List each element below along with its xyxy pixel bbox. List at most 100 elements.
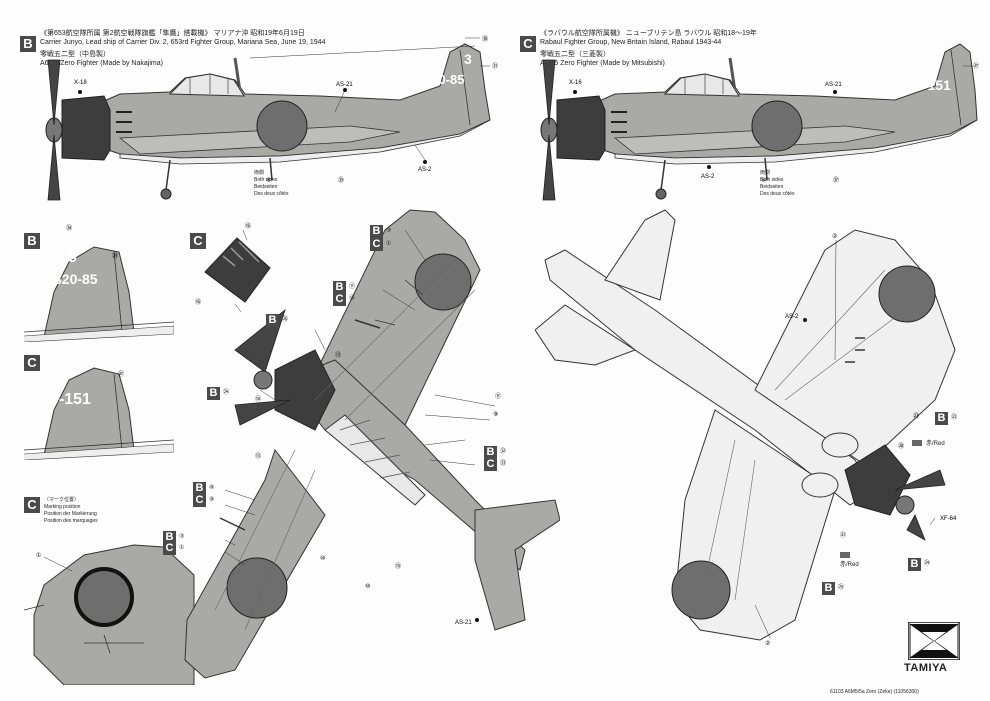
detail-c-ref-27: ㉗ [118,370,124,378]
callout-b-26: B [266,314,279,327]
upper-ref-10b: ⑩ [320,555,325,562]
side-b-ref-31: ㉛ [492,62,498,70]
red-swatch-2 [840,552,850,558]
side-b-ref-5: ⑤ [266,177,271,184]
detail-c-cowl: ⑯ ⑯ [195,222,271,313]
marking-jp: （マーク位置） [44,497,80,503]
callout-b-8-num: ⑧ [209,485,215,491]
callout-c-33-num: ㉝ [500,461,507,467]
callout-b-11-num: ⑪ [349,284,356,290]
upper-ref-14: ⑭ [255,395,261,403]
callout-lower-b-24-num: ㉔ [924,561,931,567]
callout-lower-b-25-num: ㉕ [838,585,845,591]
side-b-both-de: Beidseiten [254,184,278,190]
side-c-both-fr: Des deux côtés [760,191,795,197]
detail-c-label: C [24,355,40,371]
header-b-line4: A6M5 Zero Fighter (Made by Nakajima) [40,60,163,67]
detail-cowl-ref-a: ⑯ [245,222,251,230]
side-c-ref-4: ④ [761,177,766,184]
upper-ref-13b: ⑬ [255,452,261,460]
upper-ref-13a: ⑬ [335,351,341,359]
side-view-c: 9-151 X-16 AS-21 AS-2 ④ ㊲ ㉗ [540,43,979,201]
detail-b-ref-34: ㉞ [66,224,72,232]
side-c-ref-as21: AS-21 [825,82,842,88]
red-label-2: 赤/Red [840,562,859,568]
upper-ref-15: ⑮ [395,562,401,570]
red-swatch-1 [912,440,922,446]
side-b-both-jp: 両側 [254,170,265,176]
callout-b-24: B [207,387,220,400]
header-c-line3: 零戦五二型（三菱製） [540,51,610,58]
detail-b-tail-top: 3 [68,249,77,266]
header-c-line2: Rabaul Fighter Group, New Britain Island… [540,39,722,46]
callout-b-3: B [370,225,383,238]
side-b-ref-as21: AS-21 [336,82,353,88]
detail-b-tail: 3 320-85 ㉞ ㉙ [24,224,174,342]
callout-c-1b: C [163,542,176,555]
callout-c-1: C [370,238,383,251]
lower-ref-xf64: XF-64 [940,516,957,522]
detail-c-tail-code: 9-151 [50,391,91,408]
callout-c-9: C [193,494,206,507]
header-b-line1: 《第653航空隊所属 第2航空戦隊旗艦「隼鷹」搭載機》 マリアナ沖 昭和19年6… [40,30,305,37]
side-b-both-fr: Des deux côtés [254,191,289,197]
marking-de: Position der Markierung [44,511,97,517]
lower-ref-20: ⑳ [898,442,904,450]
upper-ref-9: ⑨ [493,411,498,418]
side-b-ref-as2: AS-2 [418,167,432,173]
upper-plan-view: ⑬ ⑭ ⑪ ⑨ ⑮ ⑩ ⑬ ⑩ AS-21 [184,209,560,679]
side-b-both-en: Both sides [254,177,278,183]
upper-ref-11: ⑪ [495,392,501,400]
side-view-b: 3 320-85 X-18 AS-21 AS-2 ⑤ ㉟ ㉚ ㉛ [45,35,498,201]
side-c-both-en: Both sides [760,177,784,183]
side-c-both-jp: 両側 [760,170,771,176]
marking-en: Marking position [44,504,81,510]
label-c: C [520,36,536,52]
callout-b-11: B [333,281,346,294]
marking-wing-detail: ① [24,544,195,685]
side-c-ref-37: ㊲ [833,176,839,184]
header-c-line1: 《ラバウル航空隊所属機》 ニューブリテン島 ラバウル 昭和18〜19年 [540,30,757,37]
side-b-tail-top: 3 [464,51,472,67]
lower-ref-23: ㉓ [913,412,919,420]
callout-c-12-num: ⑫ [349,296,356,302]
callout-lower-b-25: B [822,582,835,595]
callout-lower-b-24: B [908,558,921,571]
side-c-both-de: Beidseiten [760,184,784,190]
callout-b-26-num: ㉖ [282,317,289,323]
brand-name: TAMIYA [904,662,948,674]
callout-b-8: B [193,482,206,495]
callout-b-32-num: ㉜ [500,449,507,455]
side-b-ref-x18: X-18 [74,80,87,86]
marking-label: C [24,497,40,513]
lower-plan-view: ② ② AS-2 ⑳ ㉑ ㉓ XF-64 [535,209,957,647]
detail-b-ref-29: ㉙ [112,252,118,260]
detail-b-label: B [24,233,40,249]
side-b-ref-35: ㉟ [338,176,344,184]
callout-c-33: C [484,458,497,471]
side-c-tail-code: 9-151 [915,77,951,93]
label-b: B [20,36,36,52]
side-c-ref-as2: AS-2 [701,174,715,180]
callout-c-1-num: ① [386,241,392,247]
detail-cowl-label: C [190,233,206,249]
marking-fr: Position des marquages [44,518,98,524]
callout-lower-b-23: B [935,412,948,425]
side-c-ref-27: ㉗ [973,62,979,70]
callout-lower-b-23-num: ㉓ [951,415,958,421]
header-b-line3: 零戦五二型（中島製） [40,51,110,58]
callout-b-3b: B [163,531,176,544]
detail-cowl-ref-b: ⑯ [195,298,201,306]
lower-ref-as2: AS-2 [785,314,799,320]
lower-ref-21: ㉑ [840,531,846,539]
red-label-1: 赤/Red [926,441,945,447]
callout-b-24-num: ㉔ [223,390,230,396]
side-c-ref-x16: X-16 [569,80,582,86]
side-b-ref-30: ㉚ [482,35,488,43]
footer-code: 61103 A6M5/5a Zero (Zeke) (11056300) [830,689,919,695]
marking-ref-1: ① [36,552,41,559]
lower-ref-2b: ② [765,640,770,647]
detail-c-tail: 9-151 ㉗ [24,367,174,460]
callout-b-3-num: ③ [386,228,392,234]
